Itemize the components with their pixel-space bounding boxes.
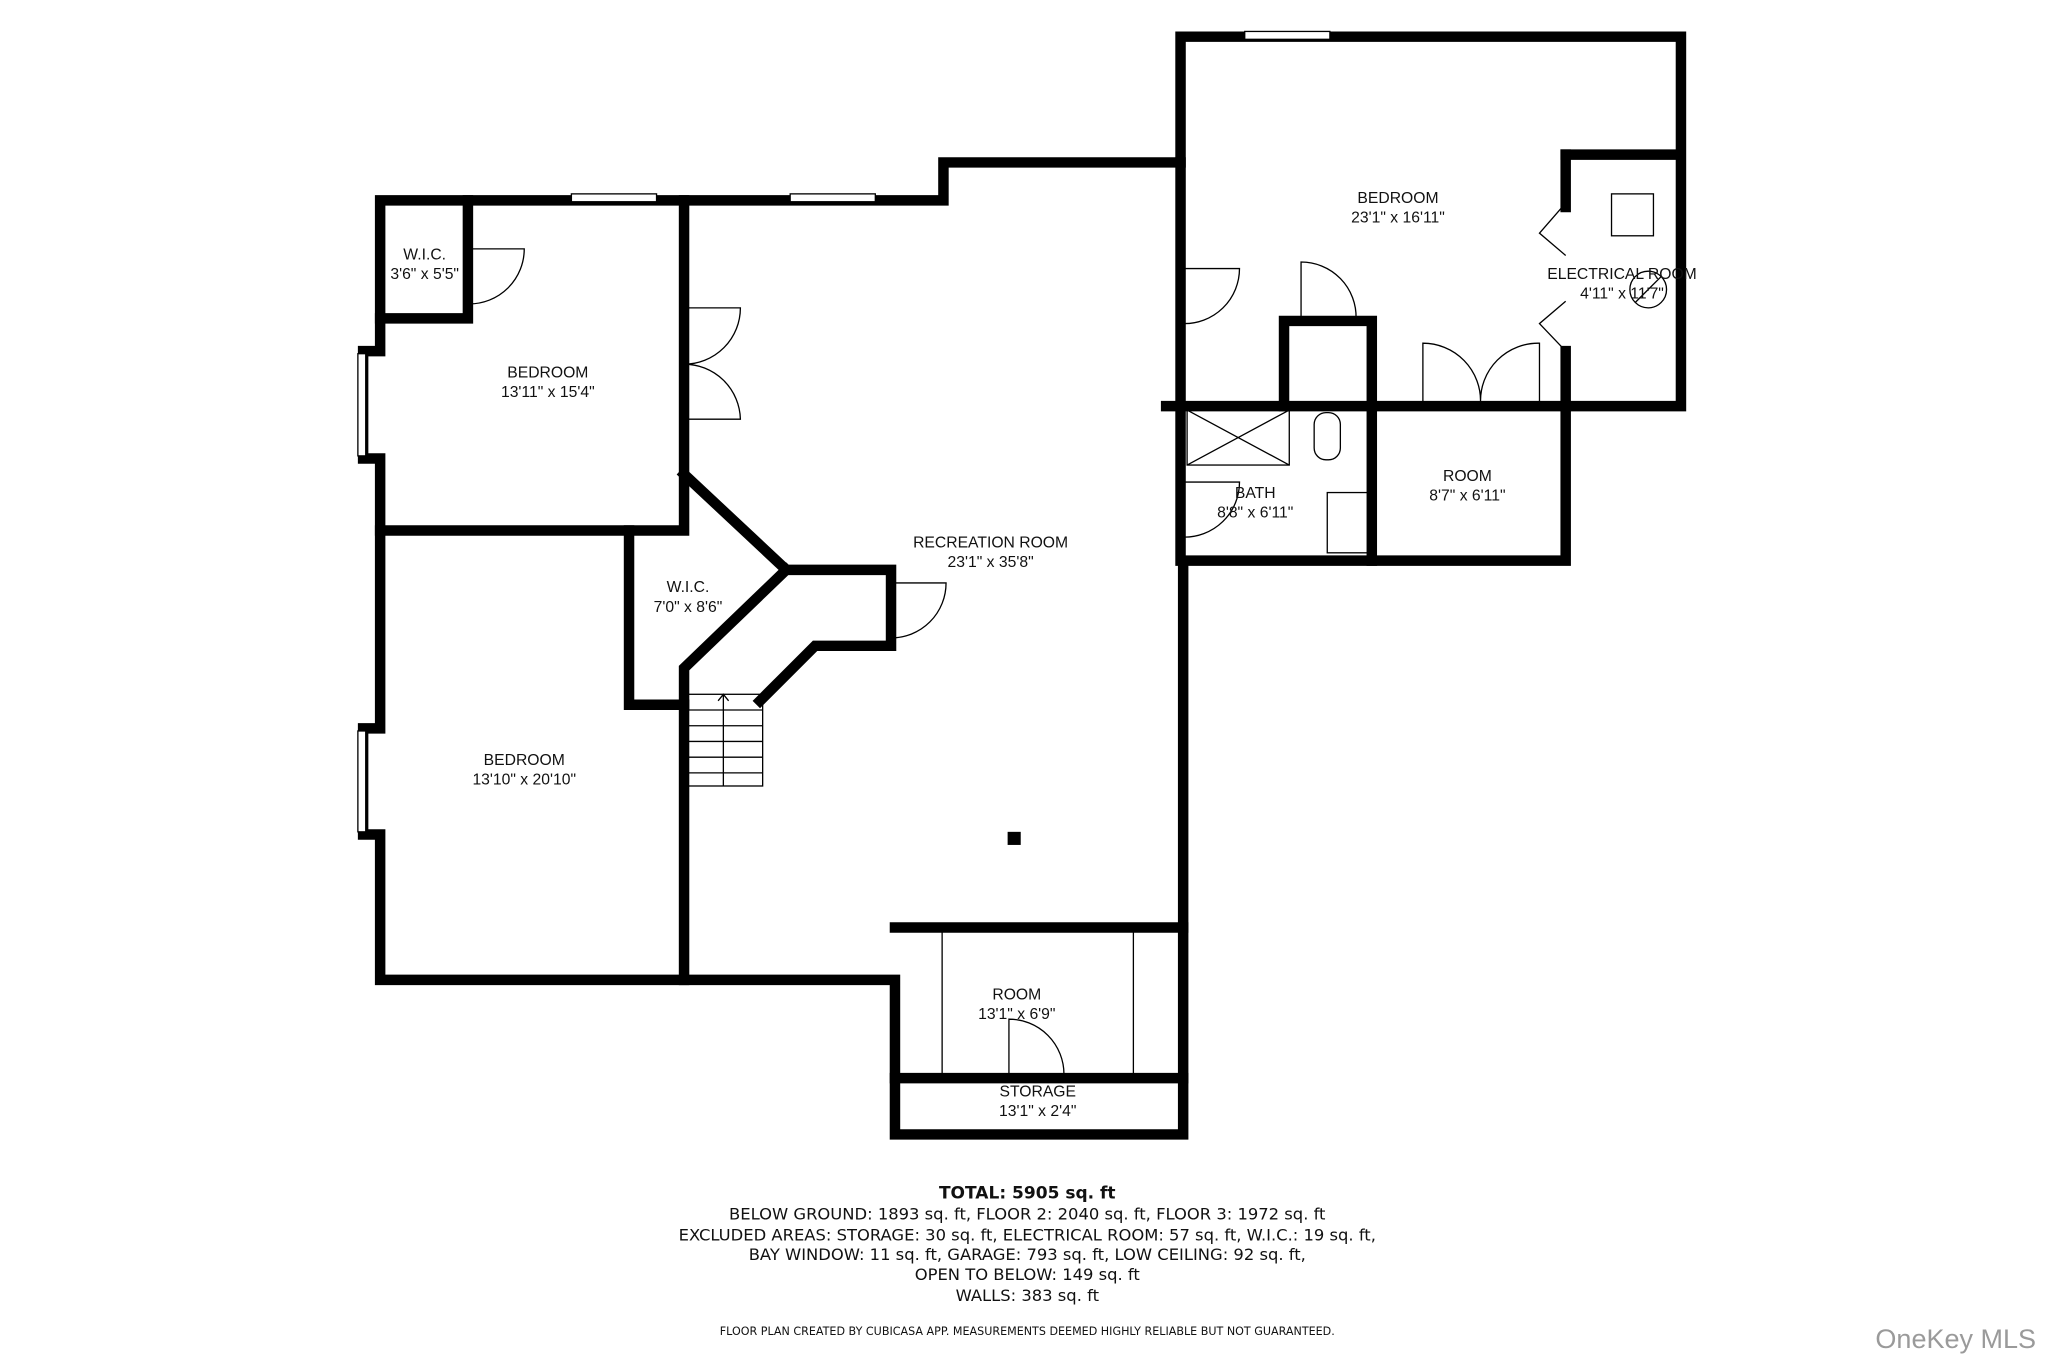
summary-line: EXCLUDED AREAS: STORAGE: 30 sq. ft, ELEC… (679, 1226, 1376, 1245)
room-size: 4'11" x 11'7" (1580, 286, 1664, 303)
column (1007, 831, 1021, 845)
total-area: TOTAL: 5905 sq. ft (939, 1184, 1116, 1204)
room-name: W.I.C. (403, 246, 446, 263)
room-size: 7'0" x 8'6" (654, 599, 723, 616)
room-name: STORAGE (1000, 1083, 1077, 1100)
doors (469, 202, 1567, 1075)
room-name: ROOM (992, 987, 1041, 1004)
room-name: BATH (1235, 485, 1276, 502)
windows (357, 30, 1331, 833)
room-size: 13'1" x 2'4" (999, 1103, 1076, 1120)
room-name: RECREATION ROOM (913, 535, 1068, 552)
room-size: 8'7" x 6'11" (1429, 487, 1505, 504)
room-name: BEDROOM (484, 752, 565, 769)
summary-line: OPEN TO BELOW: 149 sq. ft (915, 1265, 1141, 1284)
room-size: 23'1" x 16'11" (1351, 210, 1445, 227)
room-size: 13'10" x 20'10" (472, 772, 576, 789)
room-name: ROOM (1443, 468, 1492, 485)
area-summary: TOTAL: 5905 sq. ft BELOW GROUND: 1893 sq… (679, 1184, 1376, 1338)
room-size: 13'11" x 15'4" (501, 384, 595, 401)
room-name: BEDROOM (1357, 190, 1438, 207)
staircase (686, 693, 764, 787)
room-name: W.I.C. (667, 579, 710, 596)
room-size: 8'8" x 6'11" (1217, 504, 1293, 521)
room-size: 13'1" x 6'9" (978, 1006, 1055, 1023)
summary-line: BELOW GROUND: 1893 sq. ft, FLOOR 2: 2040… (729, 1205, 1326, 1224)
disclaimer: FLOOR PLAN CREATED BY CUBICASA APP. MEAS… (720, 1325, 1335, 1338)
walls (357, 31, 1687, 1140)
watermark: OneKey MLS (1875, 1324, 2036, 1354)
room-labels: BEDROOM 23'1" x 16'11" ELECTRICAL ROOM 4… (390, 190, 1696, 1120)
summary-line: BAY WINDOW: 11 sq. ft, GARAGE: 793 sq. f… (749, 1245, 1306, 1264)
fixtures (941, 193, 1668, 1077)
room-size: 23'1" x 35'8" (948, 554, 1034, 571)
summary-line: WALLS: 383 sq. ft (956, 1286, 1100, 1305)
room-size: 3'6" x 5'5" (390, 266, 459, 283)
room-name: BEDROOM (507, 364, 588, 381)
room-name: ELECTRICAL ROOM (1547, 266, 1697, 283)
